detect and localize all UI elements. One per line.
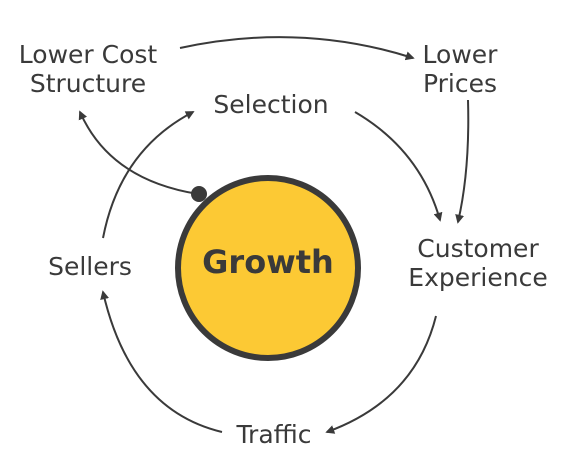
node-lower-cost-structure-line2: Structure (29, 69, 147, 98)
node-sellers: Sellers (38, 252, 142, 281)
node-customer-experience-line1: Customer (417, 234, 539, 263)
growth-label: Growth (202, 243, 334, 281)
node-traffic: Traffic (222, 420, 326, 449)
node-lower-prices-line1: Lower (422, 40, 498, 69)
node-traffic-label: Traffic (236, 420, 312, 449)
arrow-traffic-to-sellers (100, 290, 223, 433)
arrow-selection-to-customer-experience (354, 111, 443, 222)
node-sellers-label: Sellers (48, 252, 132, 281)
arrow-growth-to-lower-cost (78, 110, 199, 195)
node-lower-prices: Lower Prices (410, 40, 510, 98)
node-lower-prices-line2: Prices (422, 69, 497, 98)
node-selection: Selection (197, 90, 345, 119)
node-selection-label: Selection (213, 90, 329, 119)
arrow-lower-prices-to-customer-experience (455, 99, 470, 224)
arrow-lower-cost-to-lower-prices (179, 36, 415, 61)
arrow-sellers-to-selection (102, 111, 195, 239)
node-customer-experience: Customer Experience (392, 234, 564, 292)
node-customer-experience-line2: Experience (408, 263, 548, 292)
node-lower-cost-structure: Lower Cost Structure (4, 40, 172, 98)
node-lower-cost-structure-line1: Lower Cost (18, 40, 158, 69)
arrow-customer-experience-to-traffic (325, 315, 437, 434)
growth-circle (175, 175, 361, 361)
connection-dot (191, 186, 207, 202)
